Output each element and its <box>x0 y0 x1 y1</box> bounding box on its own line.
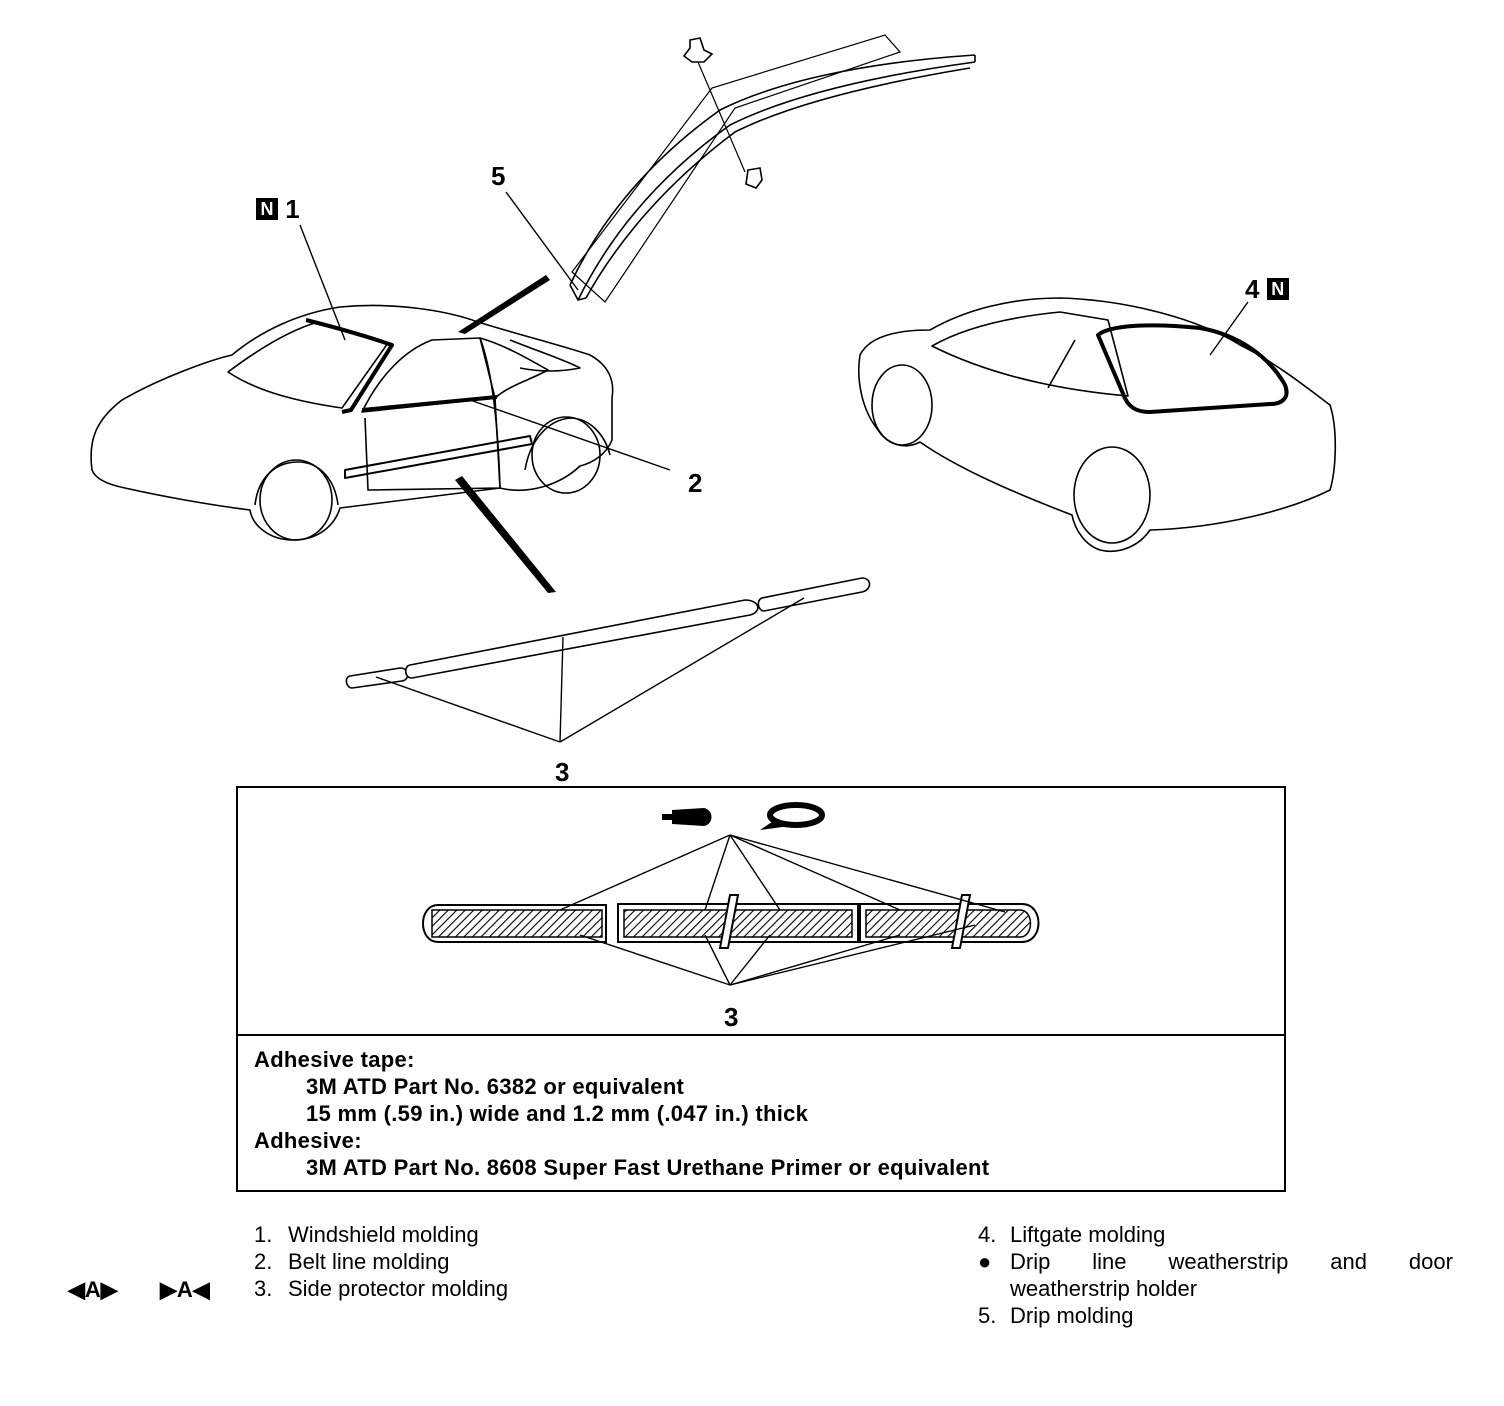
callout-3-top: 3 <box>555 757 570 787</box>
tape-part-number: 3M ATD Part No. 6382 or equivalent <box>306 1074 685 1099</box>
callout-1-number: 1 <box>285 194 300 224</box>
legend-bullet-item: ● Drip line weatherstrip and door <box>978 1249 1453 1274</box>
removal-installation-markers: ◀A▶ ▶A◀ <box>68 1277 210 1303</box>
bullet-icon: ● <box>978 1249 992 1274</box>
callout-4: 4 N <box>1245 276 1289 302</box>
molding-cross-section <box>422 834 1040 986</box>
callout-4-number: 4 <box>1245 274 1260 304</box>
callout-leader-lines <box>299 191 1249 471</box>
adhesive-icons <box>662 802 825 830</box>
adhesive-heading: Adhesive: <box>254 1128 362 1153</box>
spec-divider <box>238 1034 1284 1036</box>
new-part-badge: N <box>256 198 278 220</box>
installation-marker: ▶A◀ <box>159 1277 210 1302</box>
drip-molding-illustration <box>569 34 976 303</box>
side-protector-parts <box>345 577 871 689</box>
adhesive-part-number: 3M ATD Part No. 8608 Super Fast Urethane… <box>306 1155 990 1180</box>
adhesive-spec-box: 3 Adhesive tape: 3M ATD Part No. 6382 or… <box>236 786 1286 1192</box>
callout-1: N 1 <box>256 196 300 222</box>
callout-3-leader-lines <box>375 597 805 743</box>
callout-3-box: 3 <box>724 1002 739 1032</box>
drip-molding-pointer <box>458 275 550 334</box>
removal-marker: ◀A▶ <box>68 1277 118 1302</box>
side-molding-pointer <box>455 476 556 593</box>
spec-text: Adhesive tape: 3M ATD Part No. 6382 or e… <box>254 1046 1274 1181</box>
tape-dimensions: 15 mm (.59 in.) wide and 1.2 mm (.047 in… <box>306 1101 809 1126</box>
front-car-illustration <box>90 304 614 541</box>
legend-right: 4.Liftgate molding ● Drip line weatherst… <box>978 1221 1453 1329</box>
legend-left: 1.Windshield molding 2.Belt line molding… <box>254 1221 508 1302</box>
legend-bullet-item-cont: weatherstrip holder <box>1010 1276 1198 1301</box>
legend-item: 2.Belt line molding <box>254 1249 450 1274</box>
callout-2: 2 <box>688 468 703 498</box>
legend-item: 3.Side protector molding <box>254 1276 509 1301</box>
legend-item-5: 5.Drip molding <box>978 1303 1134 1328</box>
new-part-badge: N <box>1266 278 1289 300</box>
rear-car-illustration <box>858 297 1337 552</box>
legend-item: 1.Windshield molding <box>254 1222 479 1247</box>
adhesive-tape-heading: Adhesive tape: <box>254 1047 415 1072</box>
legend-item-4: 4.Liftgate molding <box>978 1222 1166 1247</box>
callout-5: 5 <box>491 161 506 191</box>
